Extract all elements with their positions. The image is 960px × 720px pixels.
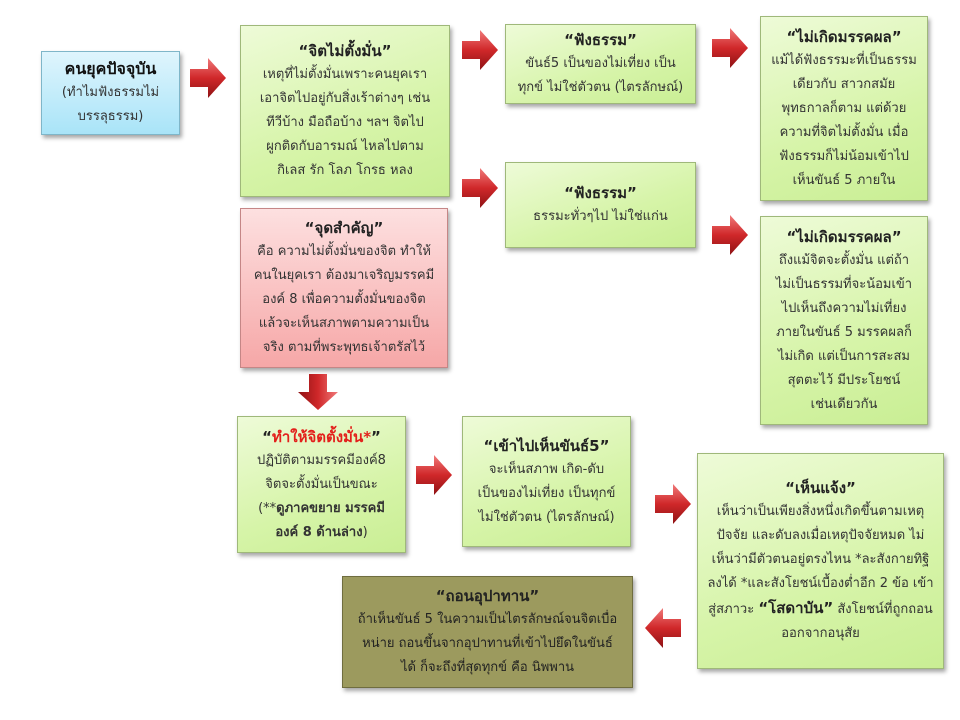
box-make-stable: “ทำให้จิตตั้งมั่น*” ปฏิบัติตามมรรคมีองค์… [237,416,406,553]
box-line: ธรรมะทั่วๆไป ไม่ใช่แก่น [533,209,668,224]
box-line: ไม่ใช่ตัวตน (ไตรลักษณ์) [478,509,615,525]
box-line: พุทธกาลก็ตาม แต่ด้วย [781,100,907,116]
box-line: เห็นว่ามีตัวตนอยู่ตรงไหน *ละสังกายทิฐิ [711,552,930,567]
box-line: ฟังธรรมก็ไม่น้อมเข้าไป [779,148,909,164]
box-line: ถ้าเห็นขันธ์ 5 ในความเป็นไตรลักษณ์จนจิตเ… [357,612,618,627]
arrow-right-icon [712,28,748,68]
box-line: แล้วจะเห็นสภาพตามความเป็น [258,316,430,331]
box-line: เห็นขันธ์ 5 ภายใน [792,172,896,188]
box-line: ถึงแม้จิตจะตั้งมั่น แต่ถ้า [778,252,910,268]
box-title: “ฟังธรรม” [564,184,637,202]
note-suffix: ) [362,524,368,540]
arrow-right-icon [462,168,498,208]
box-title: “ไม่เกิดมรรคผล” [786,27,902,46]
box-line: ไปเห็นถึงความไม่เที่ยง [781,300,907,316]
box-line: จะเห็นสภาพ เกิด-ดับ [488,461,605,477]
box-note: (**ดูภาคขยาย มรรคมี [244,497,399,521]
arrow-right-icon [462,30,498,70]
arrow-left-icon [645,608,681,648]
box-title: “จุดสำคัญ” [304,219,384,237]
box-line: เอาจิตไปอยู่กับสิ่งเร้าต่างๆ เช่น [259,91,431,106]
box-listen-dhamma-1: “ฟังธรรม” ขันธ์5 เป็นของไม่เที่ยง เป็น ท… [505,24,696,104]
box-line: ลงได้ *และสังโยชน์เบื้องต่ำอีก 2 ข้อ เข้… [707,576,934,591]
box-line: ผูกติดกับอารมณ์ ไหลไปตาม [266,139,424,154]
arrow-down-icon [298,374,338,410]
box-line: คนในยุคเรา ต้องมาเจริญมรรคมี [253,268,435,283]
box-title: “ทำให้จิตตั้งมั่น*” [244,425,399,449]
box-line: ไม่เป็นธรรมที่จะน้อมเข้า [775,276,913,292]
line-suffix: สังโยชน์ที่ถูกถอน [833,602,933,617]
sotapanna-highlight: “โสดาบัน” [758,599,834,617]
box-line: ไม่เกิด แต่เป็นการสะสม [778,348,910,364]
box-line: คือ ความไม่ตั้งมั่นของจิต ทำให้ [257,244,431,259]
box-line: แม้ได้ฟังธรรมะที่เป็นธรรม [771,52,917,68]
box-line: ภายในขันธ์ 5 มรรคผลก็ [776,324,912,340]
box-line: ปัจจัย และดับลงเมื่อเหตุปัจจัยหมด ไม่ [716,528,925,543]
box-line: ได้ ก็จะถึงที่สุดทุกข์ คือ นิพพาน [400,660,575,675]
box-no-fruit-2: “ไม่เกิดมรรคผล” ถึงแม้จิตจะตั้งมั่น แต่ถ… [760,216,928,425]
box-uproot-clinging: “ถอนอุปาทาน” ถ้าเห็นขันธ์ 5 ในความเป็นไต… [342,576,633,688]
box-line: ทีวีบ้าง มือถือบ้าง ฯลฯ จิตไป [266,115,424,130]
quote-open: “ [262,427,272,446]
box-title: “ฟังธรรม” [564,31,637,49]
box-line: ขันธ์5 เป็นของไม่เที่ยง เป็น [525,56,676,71]
note-bold: ดูภาคขยาย มรรคมี [276,500,385,516]
box-line: ทุกข์ ไม่ใช่ตัวตน (ไตรลักษณ์) [517,80,684,95]
box-key-point: “จุดสำคัญ” คือ ความไม่ตั้งมั่นของจิต ทำใ… [240,208,448,368]
box-title: “เข้าไปเห็นขันธ์5” [483,436,610,455]
box-line: เป็นของไม่เที่ยง เป็นทุกข์ [477,485,616,501]
box-line: จริง ตามที่พระพุทธเจ้าตรัสไว้ [262,340,426,355]
box-line: หน่าย ถอนขึ้นจากอุปาทานที่เข้าไปยึดในขัน… [362,636,613,651]
box-line: เหตุที่ไม่ตั้งมั่นเพราะคนยุคเรา [262,67,428,82]
note-prefix: (** [258,500,277,516]
box-no-fruit-1: “ไม่เกิดมรรคผล” แม้ได้ฟังธรรมะที่เป็นธรร… [760,16,928,201]
box-unstable-mind: “จิตไม่ตั้งมั่น” เหตุที่ไม่ตั้งมั่นเพราะ… [240,25,450,197]
box-listen-dhamma-2: “ฟังธรรม” ธรรมะทั่วๆไป ไม่ใช่แก่น [505,162,696,248]
box-line: (ทำไมฟังธรรมไม่ [61,85,160,100]
box-title: “จิตไม่ตั้งมั่น” [298,42,392,60]
box-line: องค์ 8 เพื่อความตั้งมั่นของจิต [262,292,426,307]
arrow-right-icon [416,455,452,495]
note-bold: องค์ 8 ด้านล่าง [275,524,363,540]
box-title: คนยุคปัจจุบัน [64,59,157,78]
arrow-right-icon [655,484,691,524]
box-line: ความที่จิตไม่ตั้งมั่น เมื่อ [779,124,909,140]
box-line: กิเลส รัก โลภ โกรธ หลง [277,163,413,178]
box-line: จิตจะตั้งมั่นเป็นขณะ [265,476,378,492]
box-line: สุตตะไว้ มีประโยชน์ [787,372,901,388]
box-line: ออกจากอนุสัย [781,626,860,641]
box-line: สู่สภาวะ “โสดาบัน” สังโยชน์ที่ถูกถอน [704,596,937,622]
box-line: บรรลุธรรม) [77,109,144,124]
box-title: “ไม่เกิดมรรคผล” [786,227,902,246]
box-title: “ถอนอุปาทาน” [435,587,540,605]
box-line: ปฏิบัติตามมรรคมีองค์8 [257,452,386,468]
box-line: เช่นเดียวกัน [810,396,878,412]
box-line: เห็นว่าเป็นเพียงสิ่งหนึ่งเกิดขึ้นตามเหตุ [716,504,925,519]
box-line: เดียวกับ สาวกสมัย [792,76,896,92]
title-highlight: ทำให้จิตตั้งมั่น* [271,427,372,446]
arrow-right-icon [190,58,226,98]
box-title: “เห็นแจ้ง” [785,479,856,497]
arrow-right-icon [712,215,748,255]
box-see-aggregates: “เข้าไปเห็นขันธ์5” จะเห็นสภาพ เกิด-ดับ เ… [462,416,631,547]
box-modern-people: คนยุคปัจจุบัน (ทำไมฟังธรรมไม่ บรรลุธรรม) [41,51,180,135]
box-clear-seeing: “เห็นแจ้ง” เห็นว่าเป็นเพียงสิ่งหนึ่งเกิด… [697,453,944,669]
box-note: องค์ 8 ด้านล่าง) [244,521,399,545]
line-prefix: สู่สภาวะ [708,602,759,617]
quote-close: ” [371,427,381,446]
